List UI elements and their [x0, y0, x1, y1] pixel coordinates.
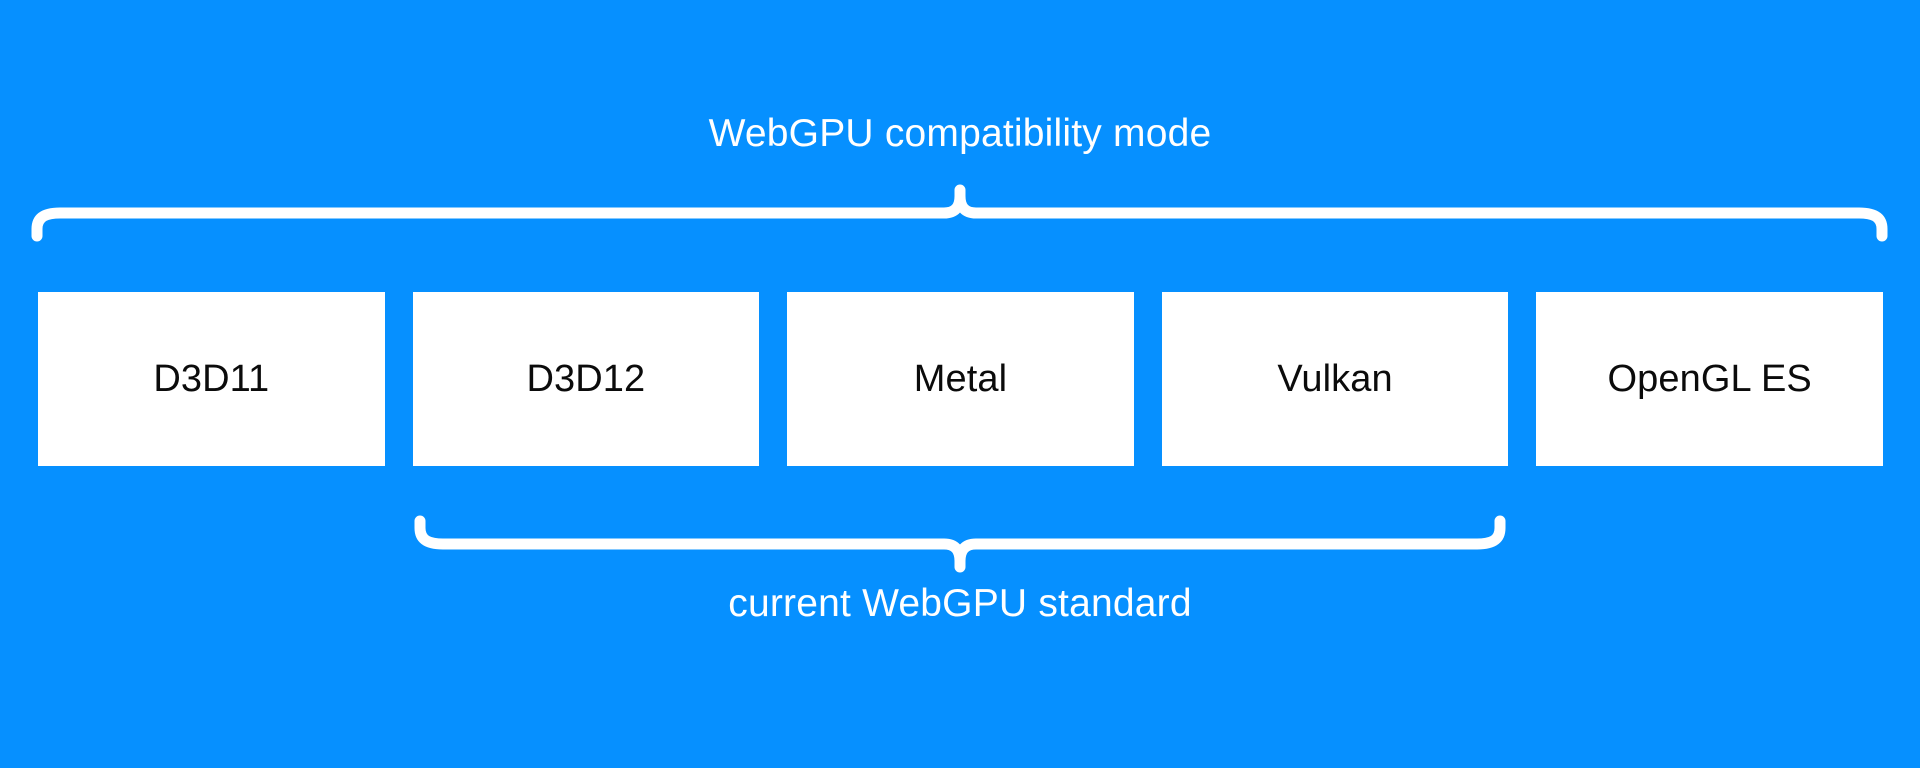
api-box-metal[interactable]: Metal: [787, 292, 1134, 466]
api-box-label: D3D11: [153, 358, 270, 400]
bottom-group-label: current WebGPU standard: [728, 582, 1192, 625]
api-box-label: D3D12: [526, 358, 646, 400]
api-box-vulkan[interactable]: Vulkan: [1161, 292, 1509, 466]
api-box-label: Metal: [913, 358, 1008, 400]
api-box-d3d12[interactable]: D3D12: [412, 292, 760, 466]
api-box-label: Vulkan: [1277, 358, 1393, 400]
api-box-row: D3D11 D3D12 Metal Vulkan OpenGL ES: [38, 292, 1883, 466]
api-box-d3d11[interactable]: D3D11: [38, 292, 385, 466]
top-group-label: WebGPU compatibility mode: [708, 112, 1212, 155]
api-box-label: OpenGL ES: [1607, 358, 1812, 400]
api-box-opengl-es[interactable]: OpenGL ES: [1536, 292, 1883, 466]
